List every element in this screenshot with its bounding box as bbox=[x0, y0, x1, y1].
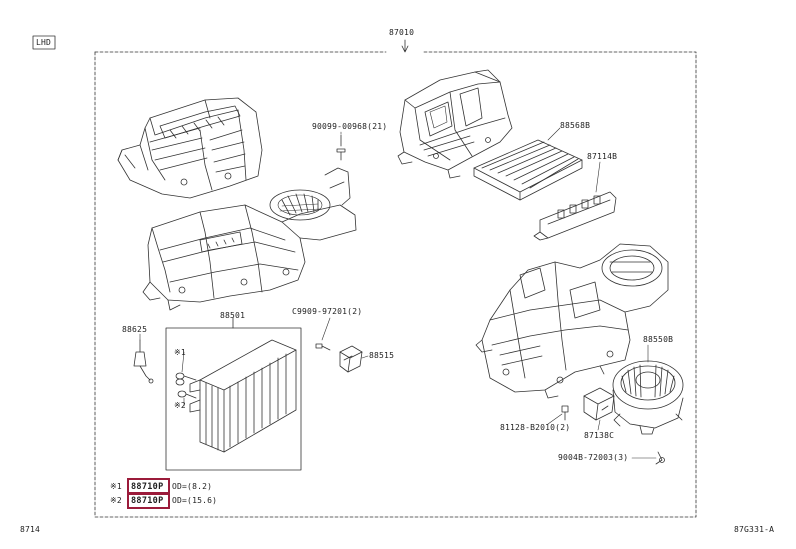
air-filter-88568B bbox=[473, 139, 583, 201]
blower-case-lower-right bbox=[475, 243, 669, 399]
note-2-mark: ※2 bbox=[110, 496, 122, 505]
frame-outline bbox=[94, 51, 697, 518]
leader-lines bbox=[139, 127, 657, 459]
note-1-mark: ※1 bbox=[110, 482, 122, 491]
part-88515-symbol bbox=[339, 345, 363, 373]
screw-81128-symbol bbox=[561, 405, 569, 421]
note-2-highlight-box bbox=[127, 492, 170, 509]
screw-9004b-symbol bbox=[655, 451, 665, 465]
note-1-highlight-box bbox=[127, 478, 170, 495]
evaporator-subbox bbox=[165, 317, 302, 471]
callout-87138C[interactable]: 87138C bbox=[584, 431, 615, 440]
lhd-tag: LHD bbox=[36, 38, 52, 47]
blower-motor-88550B bbox=[612, 360, 684, 435]
heater-case-lower-left bbox=[142, 167, 357, 311]
evaporator-core bbox=[189, 339, 297, 453]
resistor-87138C bbox=[583, 387, 615, 421]
callout-mark-2: ※2 bbox=[174, 401, 186, 410]
heater-case-upper-left bbox=[117, 97, 263, 199]
callout-88625[interactable]: 88625 bbox=[122, 325, 148, 334]
assembly-part-number[interactable]: 87010 bbox=[389, 28, 415, 37]
note-1-part-number[interactable]: 88710P bbox=[131, 482, 164, 492]
note-2-spec: OD=(15.6) bbox=[172, 496, 218, 505]
callout-88515[interactable]: 88515 bbox=[369, 351, 395, 360]
callout-88550B[interactable]: 88550B bbox=[643, 335, 674, 344]
callout-87114B[interactable]: 87114B bbox=[587, 152, 618, 161]
footer-right-code: 87G331-A bbox=[734, 525, 775, 534]
o-ring-fittings bbox=[175, 372, 197, 399]
assembly-leader bbox=[401, 39, 409, 53]
footer-left-code: 8714 bbox=[20, 525, 41, 534]
callout-bolt-90099[interactable]: 90099-00968(21) bbox=[312, 122, 388, 131]
callout-88501[interactable]: 88501 bbox=[220, 311, 246, 320]
callout-mark-1: ※1 bbox=[174, 348, 186, 357]
callout-screw-c9909[interactable]: C9909-97201(2) bbox=[292, 307, 363, 316]
evaporator-case-upper-right bbox=[397, 69, 513, 179]
lhd-tag-box bbox=[32, 35, 56, 50]
callout-screw-81128[interactable]: 81128-B2010(2) bbox=[500, 423, 571, 432]
screw-c9909-symbol bbox=[315, 343, 331, 351]
note-1-spec: OD=(8.2) bbox=[172, 482, 213, 491]
callout-screw-9004b[interactable]: 9004B-72003(3) bbox=[558, 453, 629, 462]
note-2-part-number[interactable]: 88710P bbox=[131, 496, 164, 506]
bolt-90099-symbol bbox=[336, 134, 346, 161]
callout-88568B[interactable]: 88568B bbox=[560, 121, 591, 130]
clip-strip-87114B bbox=[533, 191, 617, 241]
thermistor-88625 bbox=[133, 339, 154, 384]
